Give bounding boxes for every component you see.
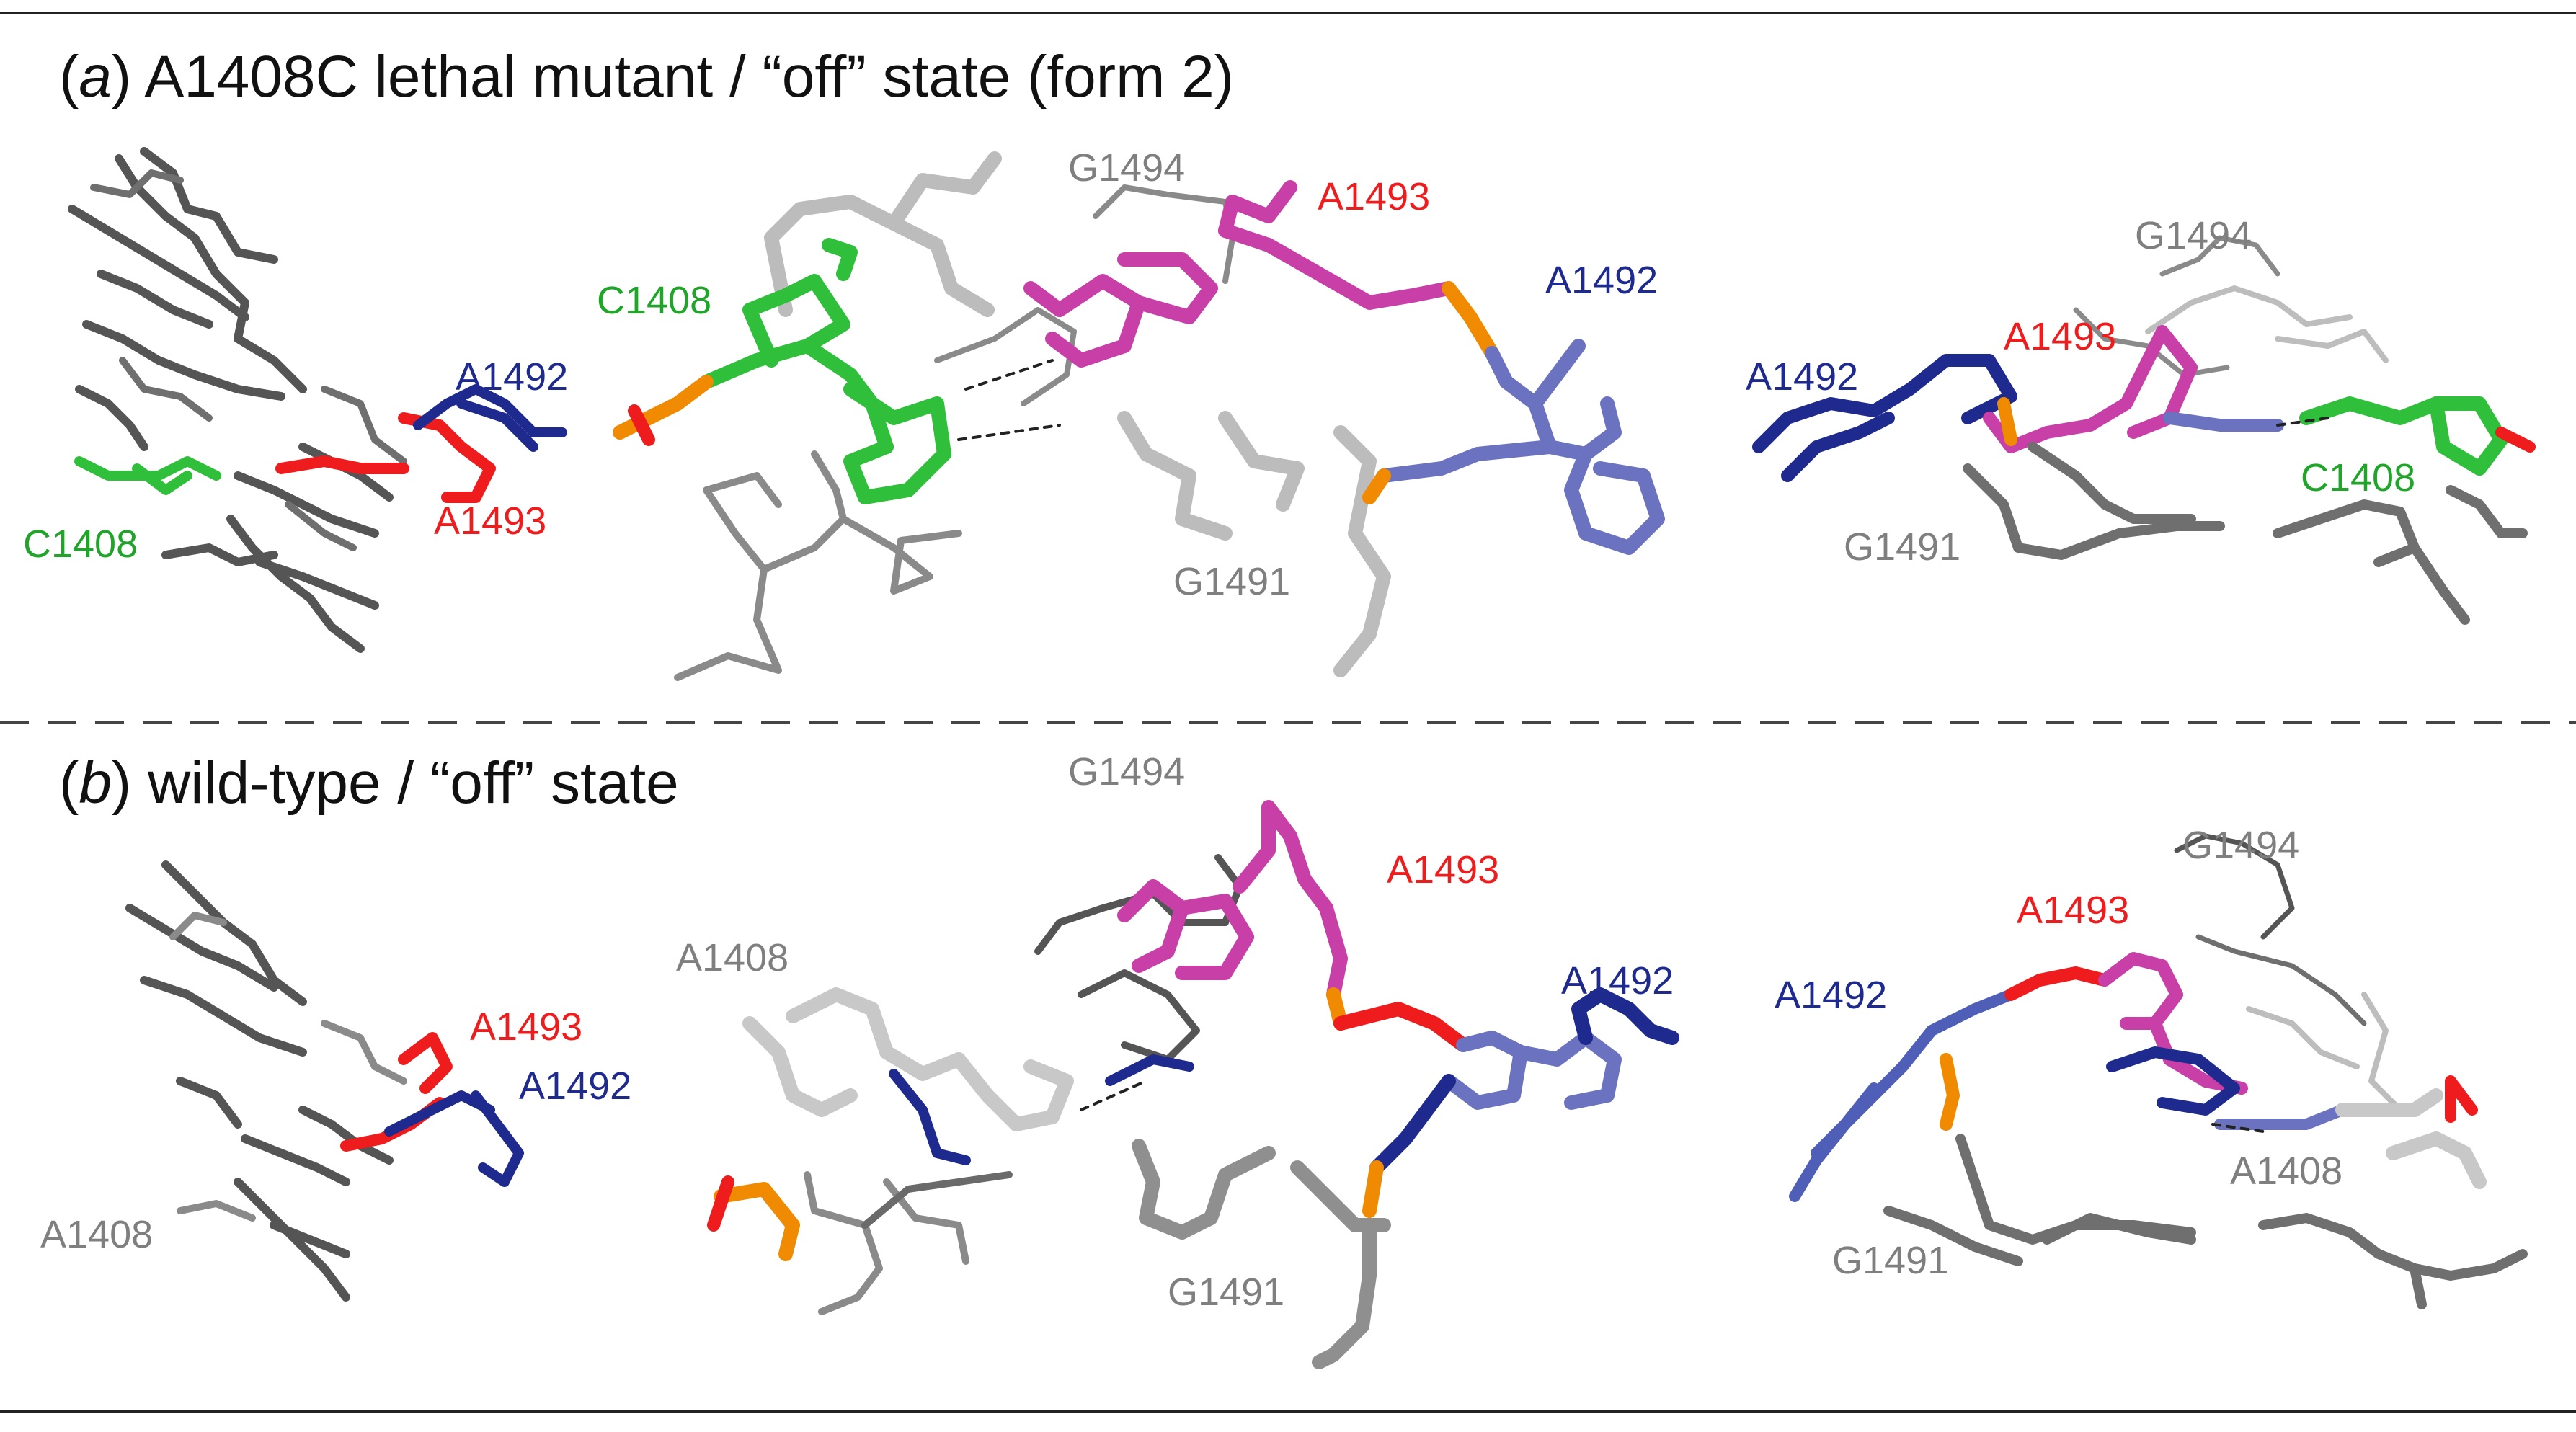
label-a1492: A1492: [1561, 959, 1674, 1002]
panel-b-center-structure: [707, 800, 1679, 1369]
label-a1493: A1493: [1387, 848, 1500, 891]
label-c1408: C1408: [2301, 456, 2416, 499]
label-a1493: A1493: [470, 1005, 583, 1049]
label-g1494: G1494: [1068, 146, 1186, 190]
label-g1494: G1494: [2182, 824, 2300, 867]
panel-a-letter: a: [79, 44, 112, 110]
panel-a-right-structure: [1752, 235, 2536, 625]
panel-b-letter: b: [79, 750, 112, 816]
label-g1491: G1491: [1173, 560, 1291, 603]
panel-a-center-structure: [613, 151, 1665, 681]
label-a1408: A1408: [40, 1213, 154, 1256]
label-a1492: A1492: [519, 1064, 632, 1108]
label-c1408: C1408: [597, 279, 712, 322]
panel-b-title: (b) wild-type / “off” state: [59, 750, 679, 816]
label-c1408: C1408: [23, 522, 138, 566]
label-a1493: A1493: [2017, 889, 2130, 932]
panel-a-title-text: A1408C lethal mutant / “off” state (form…: [144, 44, 1235, 110]
label-a1493: A1493: [1318, 175, 1431, 218]
panel-a-left-structure: [68, 147, 567, 653]
label-g1494: G1494: [2135, 214, 2252, 257]
label-a1492: A1492: [456, 355, 569, 399]
label-g1491: G1491: [1844, 525, 1961, 569]
label-a1492: A1492: [1545, 259, 1658, 302]
label-a1492: A1492: [1775, 974, 1888, 1017]
label-a1493: A1493: [2004, 315, 2117, 358]
label-g1494: G1494: [1068, 750, 1186, 793]
panel-b-right-structure: [1789, 833, 2528, 1309]
panel-b-left-structure: [125, 860, 524, 1302]
label-a1492: A1492: [1746, 355, 1859, 399]
label-g1491: G1491: [1832, 1239, 1950, 1282]
label-a1408: A1408: [676, 936, 789, 979]
label-a1408: A1408: [2230, 1149, 2343, 1193]
label-a1493: A1493: [434, 499, 547, 543]
panel-a-title: (a) A1408C lethal mutant / “off” state (…: [59, 44, 1235, 110]
label-g1491: G1491: [1168, 1271, 1285, 1314]
panel-b-title-text: wild-type / “off” state: [148, 750, 679, 816]
